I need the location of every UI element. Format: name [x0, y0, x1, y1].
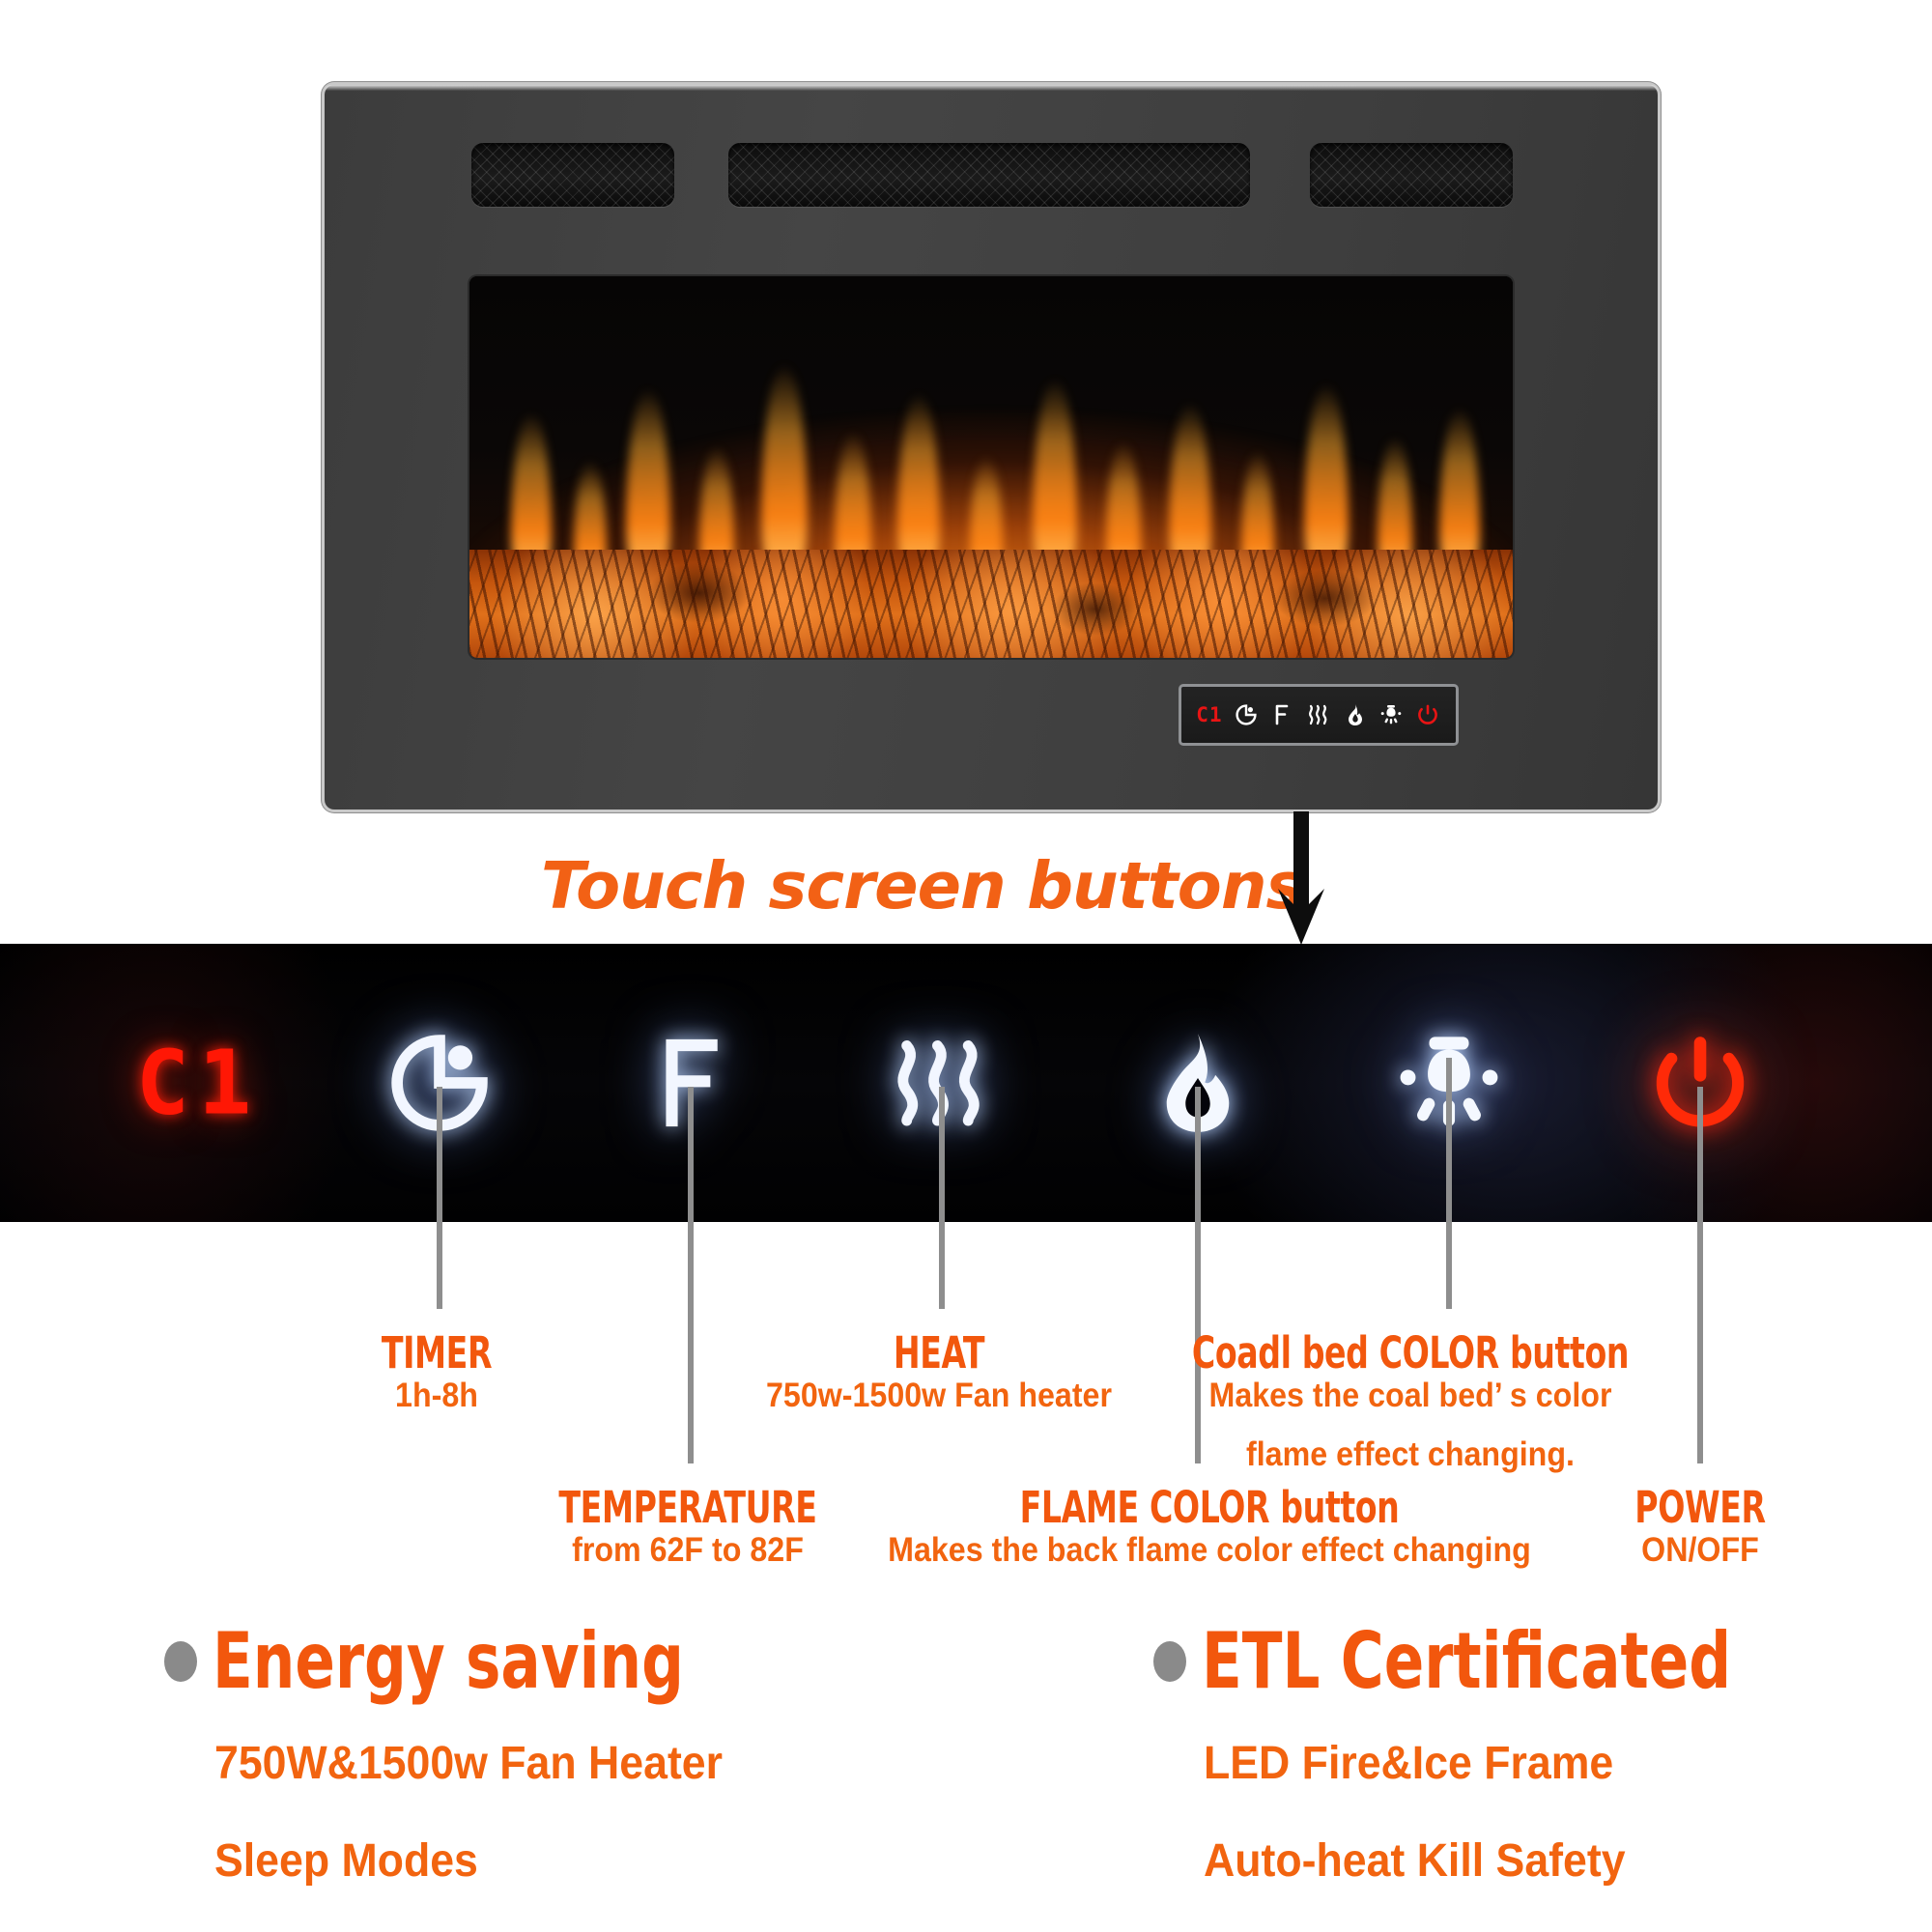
label-temperature-sub: from 62F to 82F: [572, 1530, 804, 1569]
label-power: POWER ON/OFF: [1584, 1486, 1816, 1572]
label-timer: TIMER 1h-8h: [292, 1331, 582, 1417]
vent-left-icon: [471, 143, 674, 207]
label-coal-bed-color-sub1: Makes the coal bed’ s color: [1208, 1376, 1612, 1414]
panel-led-display: C1: [1196, 702, 1223, 727]
touch-control-panel[interactable]: C1: [1179, 684, 1459, 746]
connector-line-coal-color: [1446, 1058, 1452, 1309]
panel-flame-icon[interactable]: [1343, 702, 1368, 727]
strip-timer-moon-icon[interactable]: [385, 1029, 494, 1137]
strip-bulb-icon[interactable]: [1395, 1029, 1503, 1137]
touch-screen-callout-text: Touch screen buttons: [541, 848, 1304, 923]
connector-line-temperature: [688, 1087, 694, 1463]
connector-line-timer: [437, 1087, 442, 1309]
feature-etl-certificated: ETL Certificated LED Fire&Ice Frame Auto…: [1153, 1623, 1825, 1888]
bullet-icon: [164, 1641, 197, 1682]
feature-etl-certificated-line-1: LED Fire&Ice Frame: [1204, 1738, 1614, 1789]
feature-etl-certificated-head: ETL Certificated: [1153, 1623, 1825, 1700]
connector-line-flame-color: [1195, 1087, 1201, 1463]
panel-heat-waves-icon[interactable]: [1306, 702, 1331, 727]
feature-etl-certificated-title: ETL Certificated: [1202, 1616, 1732, 1706]
label-heat-sub: 750w-1500w Fan heater: [766, 1376, 1112, 1414]
label-coal-bed-color: Coadl bed COLOR button Makes the coal be…: [1101, 1331, 1719, 1475]
strip-fahrenheit-icon[interactable]: [640, 1029, 741, 1137]
panel-fahrenheit-icon[interactable]: [1269, 702, 1294, 727]
feature-energy-saving: Energy saving 750W&1500w Fan Heater Slee…: [164, 1623, 767, 1888]
touch-screen-callout: Touch screen buttons: [541, 833, 1410, 939]
feature-energy-saving-line-1: 750W&1500w Fan Heater: [214, 1738, 724, 1789]
firebox-window: [469, 276, 1513, 658]
panel-timer-moon-icon[interactable]: [1234, 702, 1259, 727]
label-temperature-title: TEMPERATURE: [558, 1482, 817, 1533]
strip-led-display: C1: [135, 1031, 261, 1135]
label-power-sub: ON/OFF: [1641, 1530, 1759, 1569]
feature-etl-certificated-line-2: Auto-heat Kill Safety: [1204, 1835, 1626, 1887]
label-flame-color-title: FLAME COLOR button: [1019, 1482, 1400, 1533]
vent-center-icon: [728, 143, 1250, 207]
vent-right-icon: [1310, 143, 1513, 207]
panel-power-icon[interactable]: [1415, 702, 1440, 727]
label-timer-sub: 1h-8h: [395, 1376, 478, 1414]
touch-buttons-strip: C1: [0, 944, 1932, 1222]
panel-bulb-icon[interactable]: [1378, 702, 1404, 727]
label-heat: HEAT 750w-1500w Fan heater: [582, 1331, 1296, 1417]
label-coal-bed-color-sub2: flame effect changing.: [1246, 1435, 1575, 1473]
label-coal-bed-color-title: Coadl bed COLOR button: [1191, 1327, 1630, 1378]
label-temperature: TEMPERATURE from 62F to 82F: [514, 1486, 862, 1572]
connector-line-power: [1697, 1087, 1703, 1463]
label-heat-title: HEAT: [893, 1327, 985, 1378]
panel-led-value: C1: [1196, 703, 1223, 726]
label-power-title: POWER: [1634, 1482, 1766, 1533]
feature-energy-saving-head: Energy saving: [164, 1623, 767, 1700]
feature-energy-saving-line-2: Sleep Modes: [214, 1835, 478, 1887]
label-flame-color: FLAME COLOR button Makes the back flame …: [823, 1486, 1596, 1572]
ember-log-bed: [469, 550, 1513, 658]
bullet-icon: [1153, 1641, 1186, 1682]
feature-energy-saving-title: Energy saving: [213, 1616, 684, 1706]
down-arrow-icon: [1278, 811, 1324, 945]
connector-line-heat: [939, 1087, 945, 1309]
label-timer-title: TIMER: [381, 1327, 493, 1378]
electric-fireplace-unit: C1: [325, 85, 1658, 810]
label-flame-color-sub: Makes the back flame color effect changi…: [888, 1530, 1531, 1569]
